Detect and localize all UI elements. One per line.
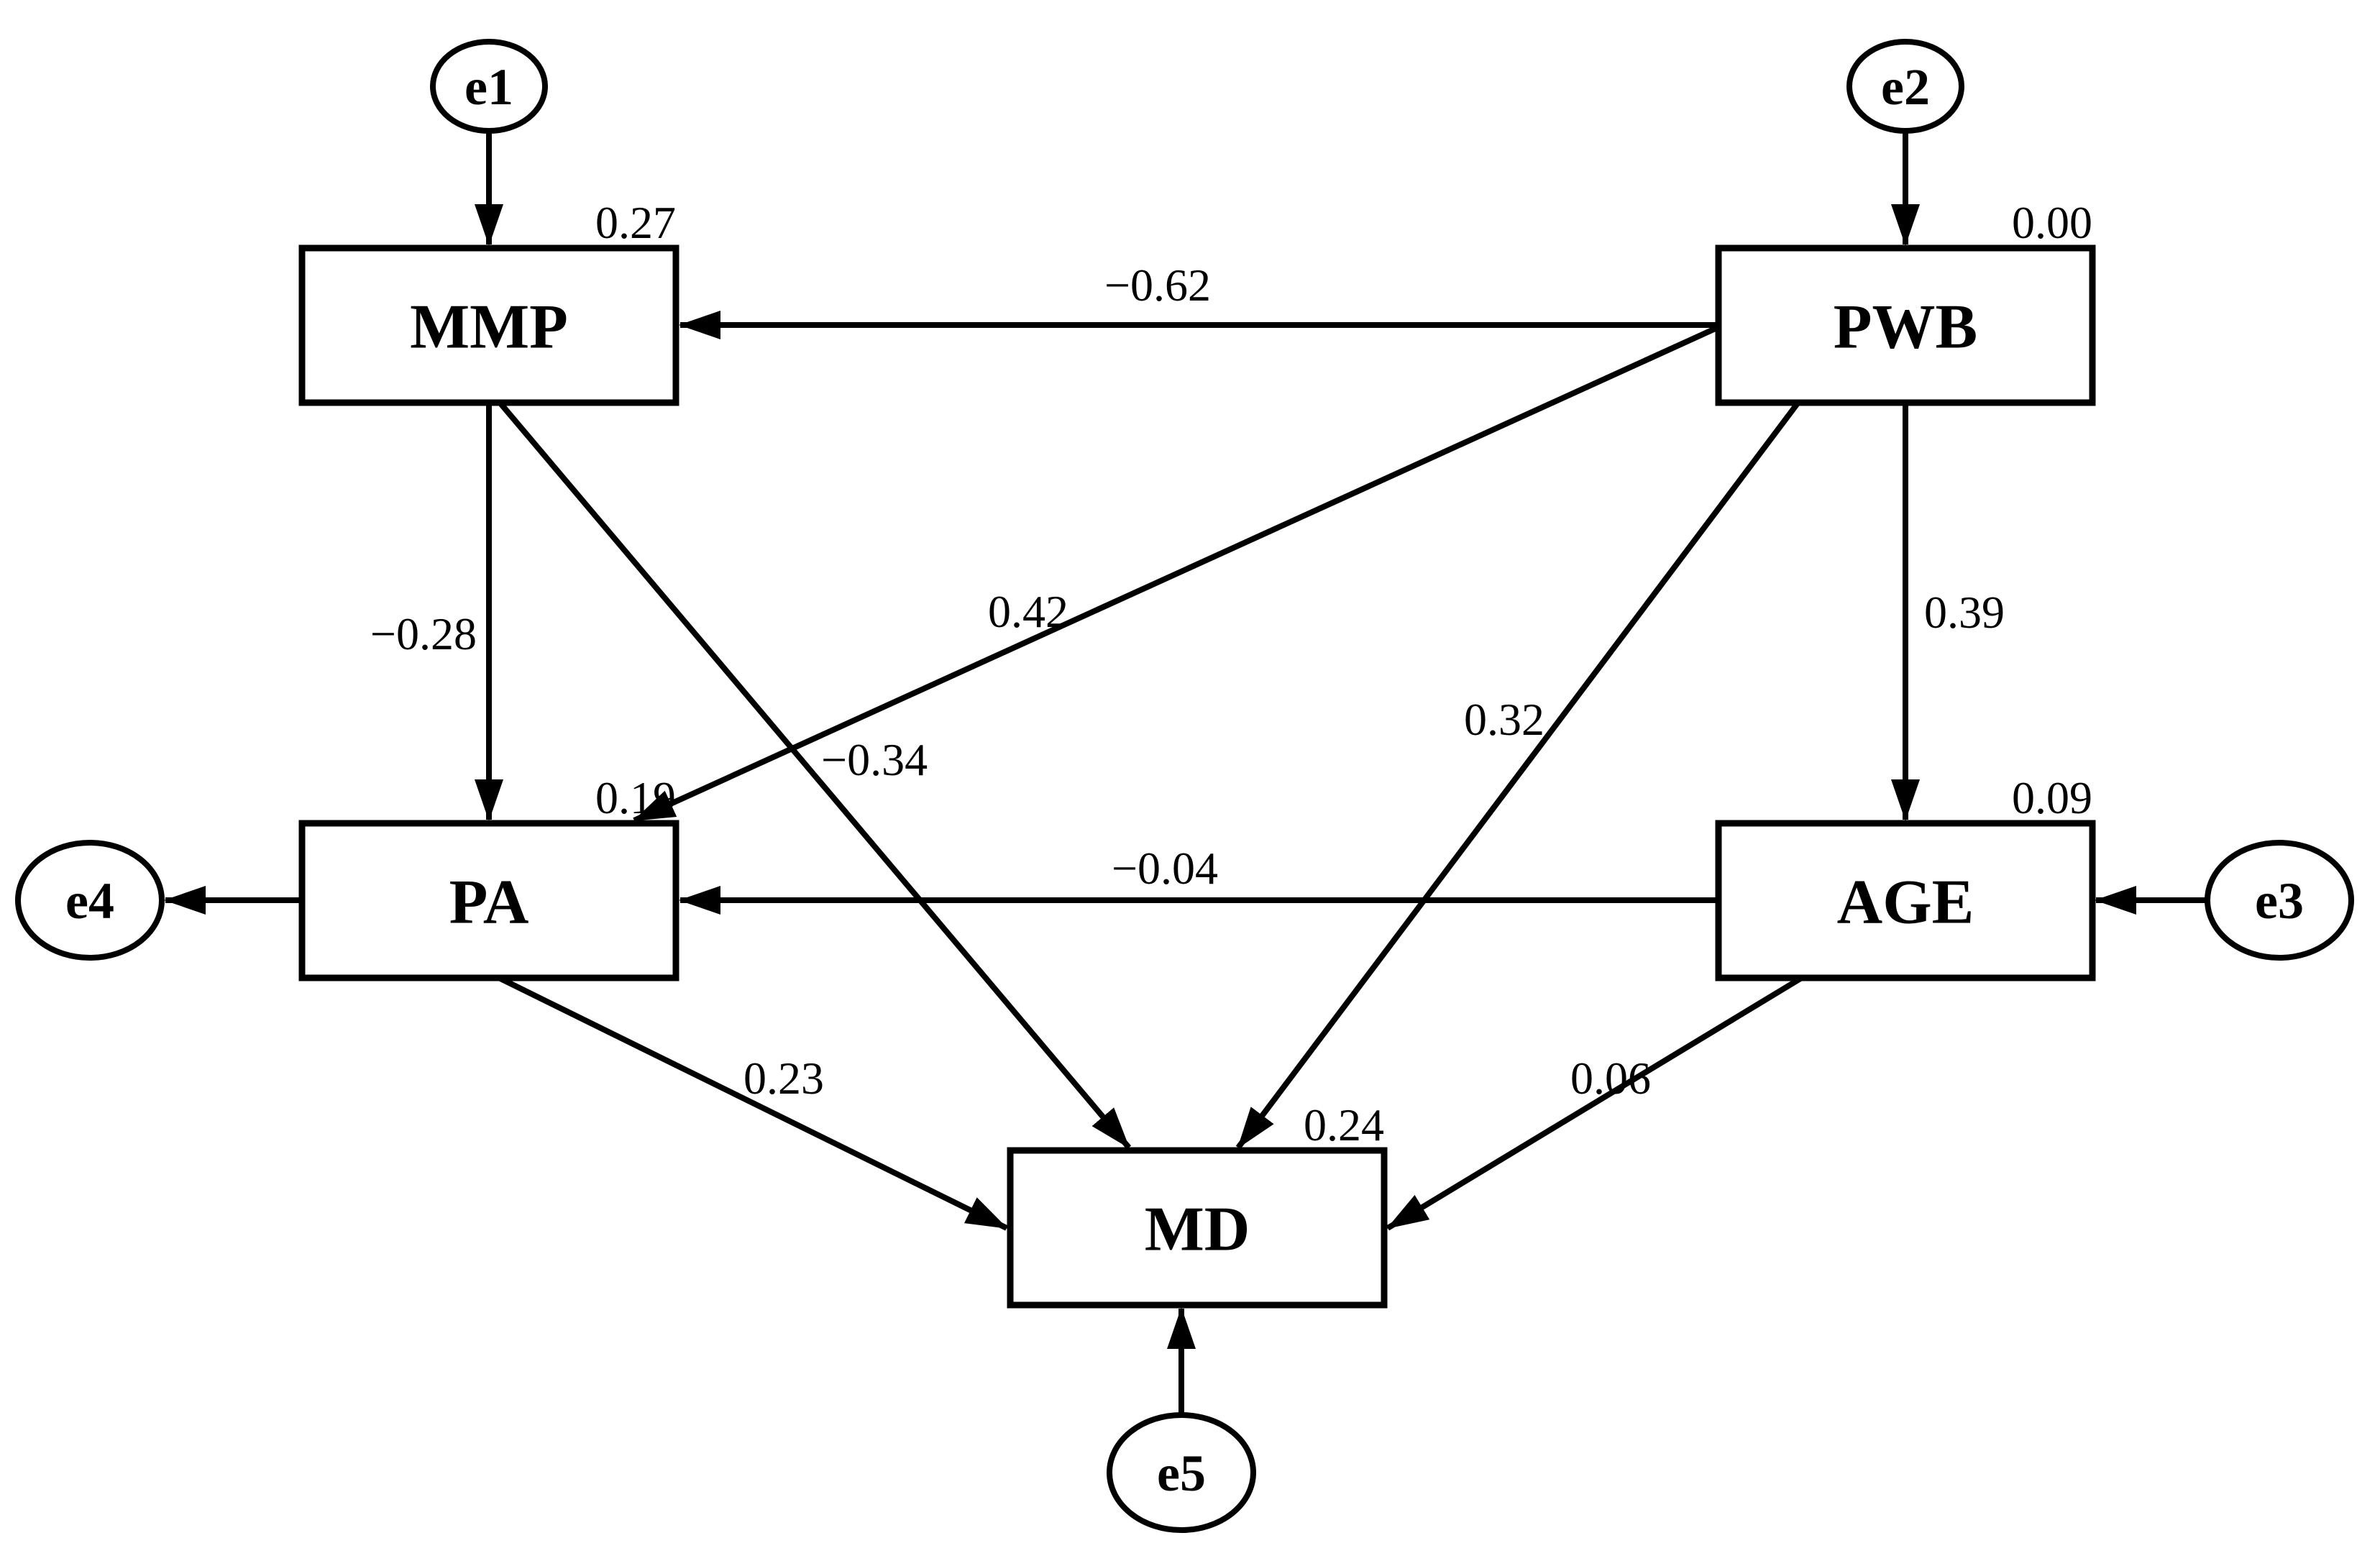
coefficient-label-pwb-age: 0.39 xyxy=(1924,587,2005,638)
path-arrow-mmp-md xyxy=(498,401,1132,1150)
r-squared-label-md: 0.24 xyxy=(1304,1099,1384,1150)
coefficient-label-pwb-pa: 0.42 xyxy=(988,586,1068,637)
r-squared-label-mmp: 0.27 xyxy=(595,197,676,248)
variable-label-pwb: PWB xyxy=(1834,293,1977,362)
error-ellipse-e5 xyxy=(1107,1412,1256,1533)
variable-label-md: MD xyxy=(1145,1195,1250,1265)
coefficient-label-pwb-mmp: −0.62 xyxy=(1104,260,1211,311)
error-label-e1: e1 xyxy=(464,58,513,116)
error-ellipse-e4 xyxy=(15,840,165,961)
variable-box-age xyxy=(1715,820,2096,981)
coefficient-label-mmp-pa: −0.28 xyxy=(370,608,477,659)
variable-label-mmp: MMP xyxy=(410,293,568,362)
variable-box-pa xyxy=(298,820,679,981)
r-squared-label-pa: 0.19 xyxy=(595,772,676,823)
coefficient-label-pwb-md: 0.32 xyxy=(1464,694,1544,745)
path-arrow-age-md xyxy=(1386,976,1803,1231)
error-label-e2: e2 xyxy=(1881,58,1930,116)
coefficient-label-pa-md: 0.23 xyxy=(743,1053,824,1104)
error-ellipse-e3 xyxy=(2205,840,2354,961)
coefficient-label-mmp-md: −0.34 xyxy=(821,734,928,785)
error-label-e5: e5 xyxy=(1157,1445,1206,1502)
r-squared-label-pwb: 0.00 xyxy=(2012,197,2092,248)
error-ellipse-e1 xyxy=(430,39,548,134)
coefficient-label-age-pa: −0.04 xyxy=(1112,843,1218,894)
variable-box-md xyxy=(1007,1147,1388,1309)
variable-box-pwb xyxy=(1715,244,2096,406)
error-label-e4: e4 xyxy=(65,872,114,930)
path-arrow-pwb-pa xyxy=(633,324,1720,823)
path-arrow-pa-md xyxy=(499,976,1008,1231)
path-arrow-pwb-md xyxy=(1235,401,1800,1150)
edges-layer: −0.62 −0.28 0.39 0.42 −0.34 0.32 −0.04 0.23 0.06 xyxy=(164,132,2209,1414)
r-squared-label-age: 0.09 xyxy=(2012,772,2092,823)
error-terms-layer: e1 e2 e3 e4 e5 xyxy=(15,39,2354,1533)
variable-label-age: AGE xyxy=(1837,868,1974,938)
variable-label-pa: PA xyxy=(449,868,529,938)
error-ellipse-e2 xyxy=(1846,39,1964,134)
error-label-e3: e3 xyxy=(2255,872,2304,930)
coefficient-label-age-md: 0.06 xyxy=(1570,1053,1651,1104)
variable-box-mmp xyxy=(298,244,679,406)
